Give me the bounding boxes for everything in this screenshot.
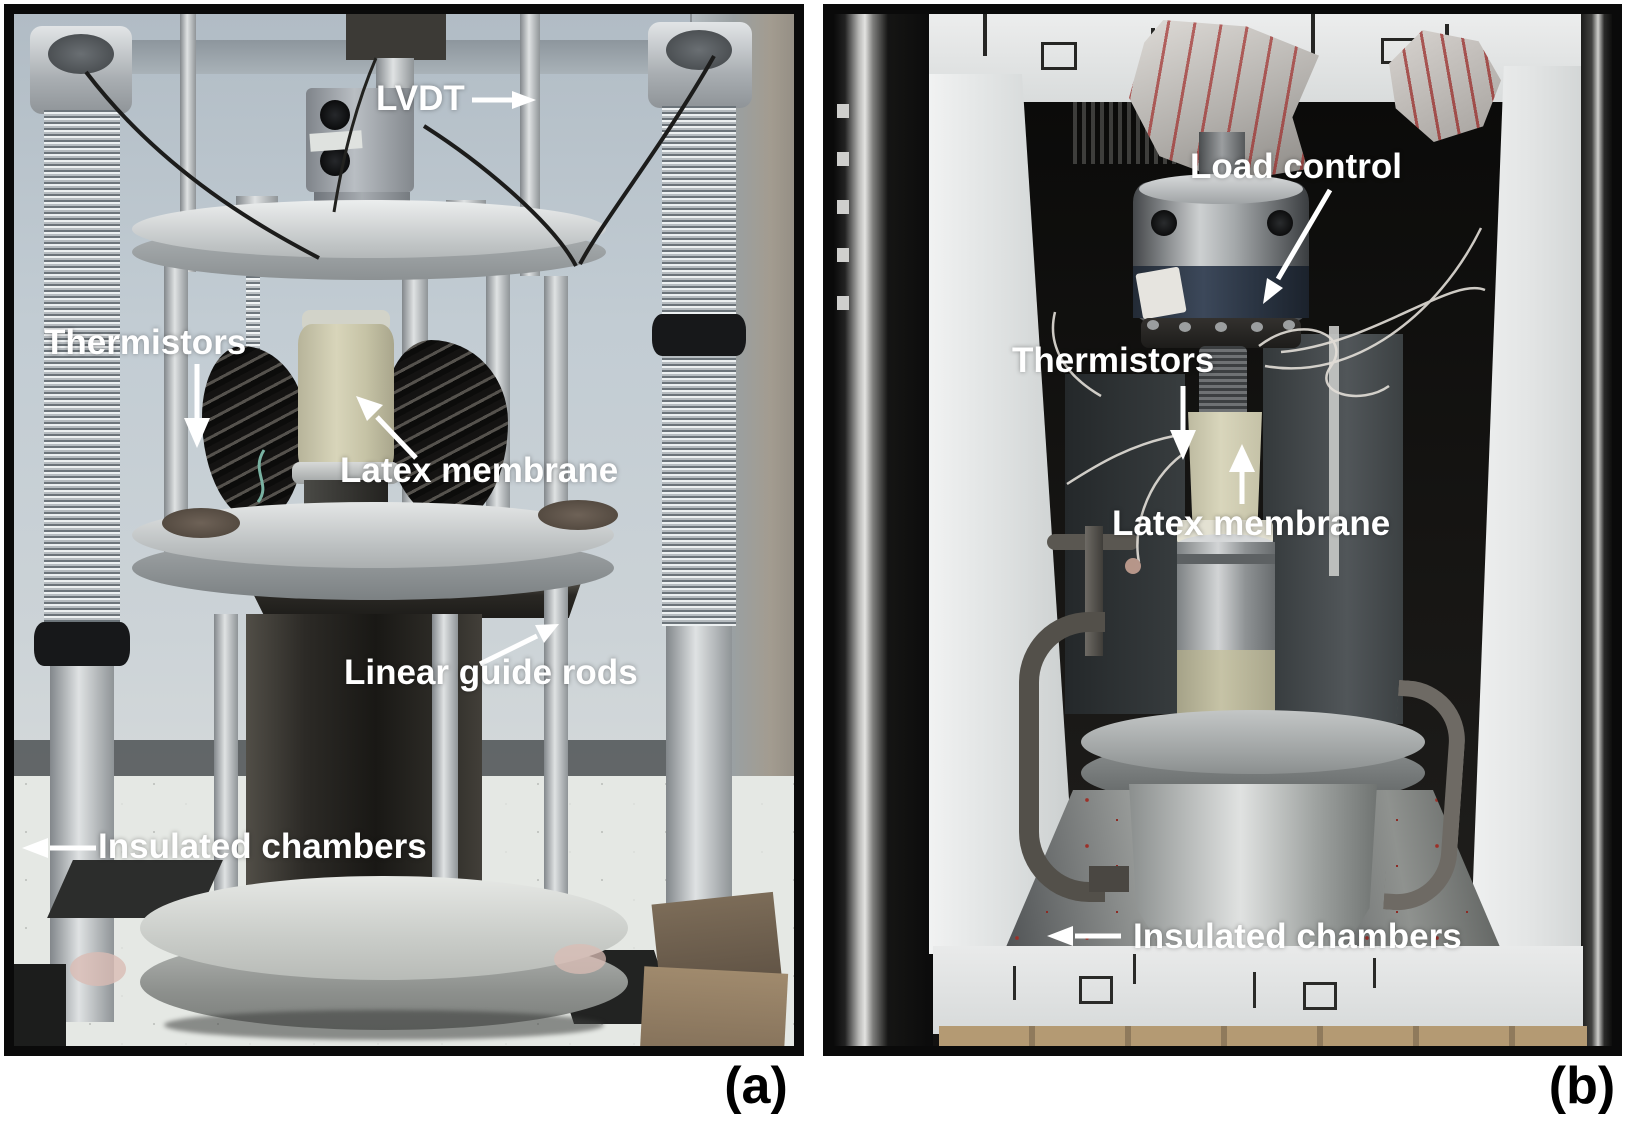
label-load-control: Load control [1190,147,1402,186]
support-rod-1 [164,252,188,552]
knurled-coupling [1199,346,1247,418]
right-screw-socket [666,30,732,70]
sensor-cables [84,55,716,503]
annotation-arrows-b [1047,188,1333,946]
flange-bolt [1283,320,1295,330]
spring-right [384,340,508,522]
label-insulated-chambers-b: Insulated chambers [1133,917,1462,956]
left-screw-socket [48,34,114,74]
foam-bottom-band [933,946,1583,1034]
steel-cylinder-band [1177,554,1275,564]
left-metal-edge [833,14,933,1046]
foam-notch-outline [1079,976,1113,1004]
insulation-tuft-right [554,944,606,974]
label-latex-membrane-b: Latex membrane [1112,504,1391,543]
top-mount-block [346,14,446,60]
pedestal-disc-face [1081,710,1425,774]
flange-bolt [1179,322,1191,332]
panel-b-photo: Load control Thermistors Latex membrane … [823,4,1622,1056]
left-screw-collar [34,622,130,666]
foam-seam [1373,958,1376,988]
flange-bolt [1251,322,1263,332]
base-disc-shadow [164,1010,604,1040]
thermistor-wires [1051,227,1486,574]
lvdt-arrow [472,91,536,109]
panel-b-caption: (b) [1548,1057,1616,1115]
foam-seam [1311,14,1315,54]
black-corner-bottom-left [14,964,66,1046]
thermistors-arrow-a [184,364,210,448]
left-strip-dashes [837,104,849,344]
panel-a-scene: LVDT Thermistors Latex membrane Linear g… [14,14,794,1046]
flange-bolt [1215,322,1227,332]
panel-a-photo: LVDT Thermistors Latex membrane Linear g… [4,4,804,1056]
label-lvdt: LVDT [376,79,465,118]
thin-rod-left [180,14,196,272]
panel-b-scene: Load control Thermistors Latex membrane … [833,14,1612,1046]
base-disc-face [140,876,628,980]
label-insulated-chambers-a: Insulated chambers [98,827,427,866]
foam-seam [983,14,987,56]
latex-membrane-arrow-a [356,396,418,460]
bushing-collar-right [538,500,618,530]
foam-notch-outline [1041,42,1077,70]
left-screw-threads [44,110,120,630]
thermistors-arrow-b [1170,386,1196,460]
annotation-arrows-a [22,91,559,858]
wood-pallet-strip [939,1026,1587,1046]
insulation-tuft-left [70,952,126,986]
latex-membrane-specimen [298,324,394,474]
insulated-chambers-arrow-b [1047,926,1121,946]
label-latex-membrane-a: Latex membrane [340,451,619,490]
bright-support-rod [1329,326,1339,576]
foam-seam [1133,954,1136,984]
motor-hole-left [1151,210,1177,236]
foam-seam [1253,972,1256,1008]
insulated-chambers-arrow-a [22,838,96,858]
motor-top-ellipse [1139,174,1303,204]
load-control-arrow [1263,188,1333,304]
c-clamp-foot [1089,866,1129,892]
label-linear-guide-rods: Linear guide rods [344,653,638,692]
bushing-collar-left [162,508,240,538]
load-cell-hole-top [320,100,350,130]
foam-seam [1013,966,1016,1000]
label-thermistors-b: Thermistors [1012,341,1215,380]
motor-hole-right [1267,210,1293,236]
label-thermistors-a: Thermistors [44,323,247,362]
guide-rod-left [214,614,238,924]
latex-membrane-arrow-b [1229,444,1255,504]
right-screw-threads [662,106,736,626]
right-screw-collar [652,314,746,356]
spring-left [202,346,306,522]
specimen-bottom-platen [292,462,400,484]
top-disc-face [132,200,606,258]
foam-notch-outline [1303,982,1337,1010]
guide-rod-right [544,276,568,924]
right-metal-edge [1581,14,1612,1046]
linear-guide-rods-arrow [478,624,559,667]
guide-rod-center [432,614,458,922]
flange-bolt [1147,320,1159,330]
panel-a-caption: (a) [724,1057,788,1115]
load-cell-stem [376,58,414,90]
